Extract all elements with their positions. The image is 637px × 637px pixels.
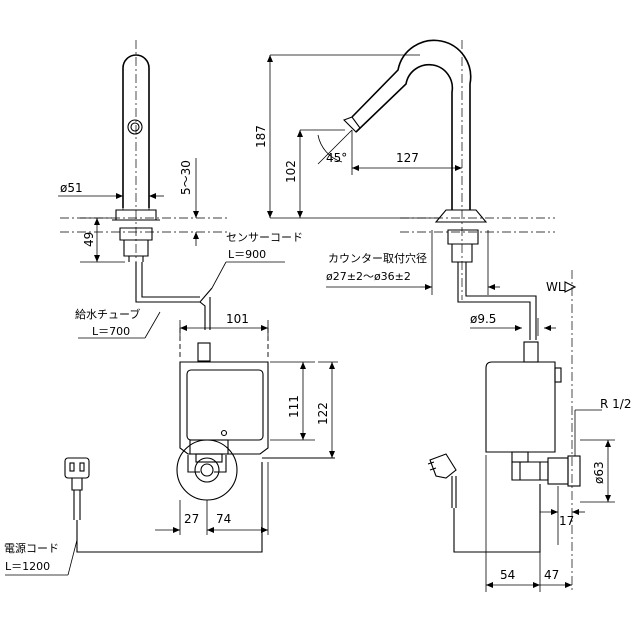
dim-dia-9-5: ø9.5: [470, 312, 496, 326]
dim-47: 47: [544, 568, 559, 582]
dim-122: 122: [316, 402, 330, 425]
dim-dia-51: ø51: [60, 181, 83, 195]
label-counter-hole: カウンター取付穴径: [328, 251, 427, 265]
dim-102: 102: [284, 160, 298, 183]
front-control-box: [176, 328, 335, 501]
dim-27: 27: [184, 512, 199, 526]
label-power-cord: 電源コード: [4, 541, 59, 555]
dim-74: 74: [216, 512, 231, 526]
dim-49: 49: [82, 232, 96, 247]
wall-line-label: WL: [546, 280, 565, 294]
dim-101: 101: [226, 312, 249, 326]
side-plug-icon: [427, 453, 457, 508]
label-supply-tube-length: L＝700: [92, 325, 130, 338]
dim-111: 111: [287, 395, 301, 418]
dim-dia-63: ø63: [592, 461, 606, 484]
label-supply-tube: 給水チューブ: [75, 307, 140, 321]
front-view: ø51 5～30 49 センサーコード L＝900 給水チューブ L＝700: [4, 40, 338, 576]
dim-thread-r-1-2: R 1/2: [600, 397, 631, 411]
side-control-box: [485, 341, 581, 487]
dim-127: 127: [396, 151, 419, 165]
dim-17: 17: [559, 514, 574, 528]
dim-187: 187: [254, 125, 268, 148]
dim-angle-45: 45°: [326, 151, 347, 165]
sensor-cord-route: [135, 262, 213, 330]
label-counter-hole-diameter: ø27±2～ø36±2: [326, 270, 411, 283]
front-spout: [112, 54, 160, 262]
label-sensor-cord-length: L＝900: [228, 248, 266, 261]
side-view: 187 102 127 45° カウンター取付穴径 ø27±2～ø36±2 ø9…: [254, 39, 631, 592]
label-power-cord-length: L＝1200: [5, 560, 50, 573]
dim-54: 54: [500, 568, 515, 582]
dim-5-30: 5～30: [179, 160, 193, 195]
power-plug-icon: [64, 457, 90, 520]
side-spout: [343, 39, 488, 290]
label-sensor-cord: センサーコード: [226, 231, 303, 244]
